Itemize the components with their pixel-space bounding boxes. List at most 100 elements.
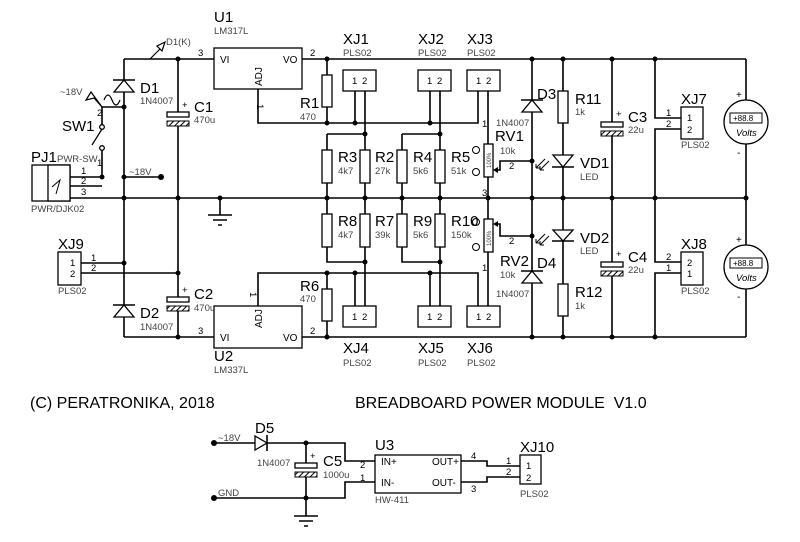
component-value-label: 1N4007: [496, 289, 529, 300]
component-ref-label: C5: [323, 453, 342, 470]
pin-label: 2: [81, 176, 86, 187]
pin-label: 2: [506, 467, 511, 478]
symbol-shape: [680, 251, 704, 286]
component-ref-label: R9: [413, 213, 432, 230]
potentiometer-rv2: 100% RV2 10k 2 1: [472, 218, 529, 281]
component-value-label: LM337L: [214, 365, 248, 376]
component-value-label: Volts: [736, 273, 757, 284]
symbol-shape: [557, 90, 569, 124]
component-ref-label: XJ2: [418, 31, 444, 48]
component-value-label: 4k7: [338, 166, 353, 177]
symbol-shape: [213, 47, 303, 90]
pin-label: OUT-: [432, 478, 456, 489]
pin-label: 1: [427, 312, 432, 323]
schematic-title: BREADBOARD POWER MODULE V1.0: [355, 395, 647, 412]
component-value-label: PLS02: [467, 48, 496, 59]
pin-label: 2: [70, 269, 75, 280]
capacitor-c2: + C2 470u: [166, 285, 215, 314]
component-ref-label: XJ1: [343, 31, 369, 48]
symbol-shape: [254, 434, 269, 452]
led-vd2: VD2 LED: [535, 229, 609, 257]
symbol-shape: [483, 143, 494, 178]
component-value-label: 1N4007: [140, 322, 173, 333]
pin-label: 1: [91, 253, 96, 264]
symbol-shape: [652, 56, 658, 62]
symbol-shape: [652, 195, 658, 201]
component-ref-label: D5: [255, 420, 274, 437]
component-value-label: 470: [300, 294, 316, 305]
pin-label: 2: [310, 326, 315, 337]
pin-label: 1: [247, 292, 258, 297]
symbol-shape: [417, 305, 452, 328]
component-ref-label: R1: [300, 95, 319, 112]
symbol-shape: [472, 146, 480, 154]
component-ref-label: C3: [628, 109, 647, 126]
symbol-shape: [493, 167, 498, 173]
pin-label: 3: [482, 188, 487, 199]
symbol-shape: [324, 334, 330, 340]
component-value-label: 5k6: [413, 230, 428, 241]
symbol-shape: [396, 149, 408, 184]
component-ref-label: D3: [537, 86, 556, 103]
ac-source-icon: [84, 90, 121, 108]
ground-icon: [208, 214, 232, 226]
symbol-shape: [520, 269, 544, 284]
pin-label: VI: [220, 55, 229, 66]
component-ref-label: XJ6: [467, 340, 493, 357]
symbol-shape: [342, 69, 377, 92]
pin-label: 1: [352, 76, 357, 87]
component-ref-label: R3: [338, 149, 357, 166]
pin-label: 1: [506, 456, 511, 467]
component-ref-label: U1: [214, 9, 233, 26]
regulator-u2: VI VO ADJ U2 LM337L 3 2 1: [198, 292, 315, 376]
pin-label: 2: [91, 263, 96, 274]
symbol-shape: [551, 229, 575, 242]
component-ref-label: U2: [214, 348, 233, 365]
component-ref-label: R10: [451, 213, 479, 230]
pin-label: 3: [471, 484, 476, 495]
diode-d1: D1 1N4007: [112, 78, 173, 107]
symbol-shape: [466, 305, 501, 328]
symbol-shape: [321, 149, 333, 184]
component-value-label: PLS02: [520, 489, 549, 500]
component-value-label: 10k: [500, 146, 516, 157]
capacitor-c5: + C5 1000u: [294, 451, 349, 481]
symbol-shape: [529, 158, 535, 164]
junction-dots: [99, 56, 749, 501]
component-value-label: HW-411: [375, 495, 409, 506]
symbol-shape: [529, 56, 535, 62]
symbol-shape: [121, 104, 127, 110]
pin-label: ADJ: [254, 309, 265, 328]
capacitor-c1: + C1 470u: [166, 99, 215, 127]
component-value-label: 100%: [487, 152, 493, 168]
component-value-label: +88.8: [733, 114, 754, 123]
pin-label: 1: [254, 104, 265, 109]
symbol-shape: [321, 74, 333, 108]
symbol-shape: [437, 131, 443, 137]
pin-label: 2: [509, 161, 514, 172]
component-ref-label: D4: [537, 255, 556, 272]
pin-label: 1: [352, 312, 357, 323]
component-value-label: 10k: [500, 270, 516, 281]
component-ref-label: R4: [413, 149, 432, 166]
pin-label: +: [182, 100, 188, 111]
pin-label: OUT+: [432, 457, 459, 468]
component-ref-label: XJ4: [343, 340, 369, 357]
net-label-ac: ~18V: [60, 87, 83, 98]
pin-label: 1: [81, 166, 86, 177]
symbol-shape: [121, 260, 127, 266]
voltmeter-bottom: +88.8 Volts + -: [723, 235, 769, 303]
symbol-shape: [551, 154, 575, 169]
symbol-shape: [166, 111, 190, 118]
diode-d5: D5 1N4007: [254, 420, 290, 469]
component-value-label: 4k7: [338, 230, 353, 241]
pin-label: VO: [283, 55, 298, 66]
symbol-shape: [437, 195, 443, 201]
